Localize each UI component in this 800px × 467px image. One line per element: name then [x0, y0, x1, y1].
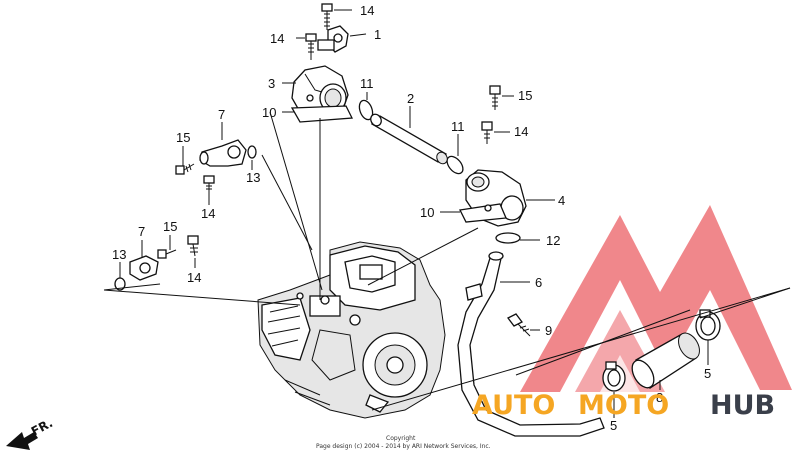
clamp-5-b	[602, 361, 626, 392]
part-7-fitting-b	[129, 255, 159, 281]
bolt-9	[507, 313, 531, 337]
bolt-14-c	[481, 121, 493, 144]
callout-labels: 14 1 14 3 10 11 2 15 14 11 7 15 13 14 4 …	[112, 3, 711, 433]
callout-6: 6	[535, 275, 542, 290]
callout-5a: 5	[704, 366, 711, 381]
svg-text:Page design (c) 2004 - 2014 by: Page design (c) 2004 - 2014 by ARI Netwo…	[316, 443, 491, 450]
callout-7a: 7	[218, 107, 225, 122]
callout-14b: 14	[270, 31, 284, 46]
callout-14c: 14	[514, 124, 528, 139]
copyright-notice: Copyright Page design (c) 2004 - 2014 by…	[316, 435, 491, 450]
callout-4: 4	[558, 193, 565, 208]
svg-text:Copyright: Copyright	[386, 435, 416, 442]
callout-10b: 10	[420, 205, 434, 220]
washer-13-a	[247, 145, 257, 159]
engine-block	[257, 241, 446, 419]
bolt-14-d	[203, 175, 215, 192]
callout-9: 9	[545, 323, 552, 338]
part-3-housing	[290, 65, 354, 123]
bolt-14-top	[321, 3, 333, 30]
callout-14e: 14	[187, 270, 201, 285]
bolt-15-a	[175, 163, 195, 175]
part-8-hose	[631, 332, 700, 389]
bolt-14-second	[305, 33, 317, 60]
bolt-15-c	[489, 85, 501, 110]
part-6-pipe	[457, 251, 605, 437]
callout-14d: 14	[201, 206, 215, 221]
callout-1: 1	[374, 27, 381, 42]
bolt-14-e	[187, 235, 199, 257]
callout-10a: 10	[262, 105, 276, 120]
callout-7b: 7	[138, 224, 145, 239]
callout-5b: 5	[610, 418, 617, 433]
callout-15a: 15	[518, 88, 532, 103]
part-2-pipe	[370, 113, 448, 165]
bolt-collar	[317, 39, 335, 51]
watermark-text: AUTO MOTO HUB	[472, 390, 775, 421]
callout-15c: 15	[163, 219, 177, 234]
direction-label: FR.	[29, 416, 55, 439]
front-direction-arrow: FR.	[6, 416, 55, 450]
callout-3: 3	[268, 76, 275, 91]
callout-11a: 11	[360, 76, 374, 91]
o-ring-11-b	[446, 155, 464, 175]
svg-text:HUB: HUB	[710, 390, 775, 421]
o-ring-11-a	[358, 99, 374, 121]
callout-12: 12	[546, 233, 560, 248]
o-ring-12	[495, 232, 521, 244]
svg-text:MOTO: MOTO	[578, 390, 669, 421]
callout-13b: 13	[112, 247, 126, 262]
svg-text:AUTO: AUTO	[472, 390, 555, 421]
callout-11b: 11	[451, 119, 465, 134]
part-4-housing	[459, 169, 527, 227]
callout-14a: 14	[360, 3, 374, 18]
callout-8: 8	[656, 390, 663, 405]
callout-2: 2	[407, 91, 414, 106]
callout-13a: 13	[246, 170, 260, 185]
leader-lines	[103, 9, 791, 418]
callout-15b: 15	[176, 130, 190, 145]
part-7-fitting-a	[199, 139, 247, 167]
bolt-15-b	[157, 249, 177, 259]
